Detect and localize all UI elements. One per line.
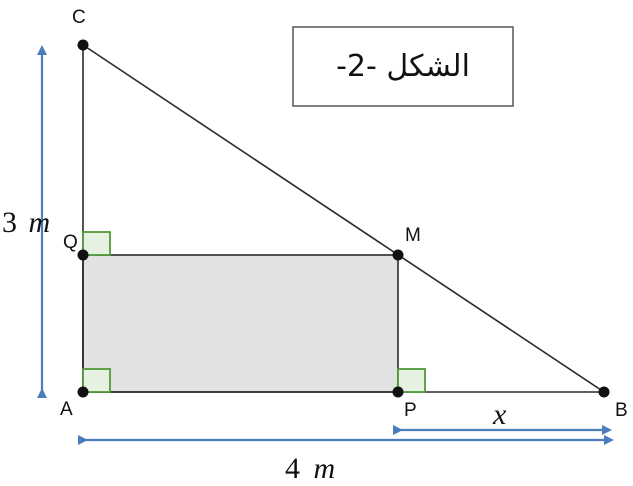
point-c xyxy=(77,39,89,51)
label-b: B xyxy=(615,400,628,421)
point-q xyxy=(77,249,89,261)
point-p xyxy=(392,386,404,398)
right-angle-marker-q xyxy=(82,231,111,256)
base-value: 4 xyxy=(285,452,300,485)
point-a xyxy=(77,386,89,398)
point-m xyxy=(392,249,404,261)
label-q: Q xyxy=(63,232,78,253)
right-angle-marker-a xyxy=(82,368,111,393)
label-p: P xyxy=(404,400,417,421)
hypotenuse-cb xyxy=(82,44,605,393)
right-angle-marker-p xyxy=(397,368,426,393)
figure-title: الشكل -2- xyxy=(336,49,470,84)
height-value: 3 xyxy=(2,206,17,239)
title-box xyxy=(292,26,514,107)
height-label: 3 m xyxy=(2,206,50,239)
label-a: A xyxy=(60,399,73,420)
base-unit: m xyxy=(314,452,336,485)
segment-x-label: x xyxy=(492,398,507,431)
point-b xyxy=(598,386,610,398)
label-m: M xyxy=(405,225,421,246)
rectangle-apmq xyxy=(82,254,399,393)
label-c: C xyxy=(72,7,86,28)
height-unit: m xyxy=(29,206,51,239)
base-label: 4 m xyxy=(285,452,335,485)
